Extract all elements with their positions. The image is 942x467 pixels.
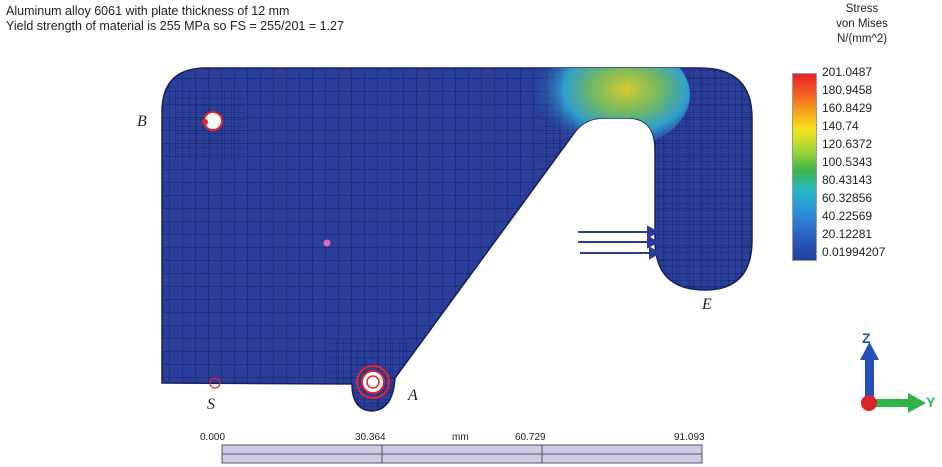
- scale-unit: mm: [452, 432, 469, 443]
- legend-value-8: 40.22569: [822, 209, 873, 223]
- legend-value-7: 60.32856: [822, 191, 873, 205]
- legend-title-units: N/(mm^2): [836, 33, 888, 45]
- label-b: B: [137, 113, 147, 130]
- legend-value-6: 80.43143: [822, 173, 873, 187]
- legend-value-4: 120.6372: [822, 137, 873, 151]
- plate-body: [161, 67, 753, 412]
- scale-value-3: 91.093: [674, 432, 705, 443]
- legend-value-3: 140.74: [822, 119, 859, 133]
- legend-value-10: 0.01994207: [822, 245, 886, 259]
- label-a: A: [408, 387, 418, 404]
- legend-title: Stress von Mises N/(mm^2): [822, 2, 902, 47]
- legend-title-vonmises: von Mises: [836, 18, 888, 30]
- legend-value-5: 100.5343: [822, 155, 873, 169]
- load-arrows: [578, 225, 662, 260]
- legend-value-0: 201.0487: [822, 65, 873, 79]
- legend-title-stress: Stress: [845, 3, 879, 15]
- stress-color-bar: [792, 73, 817, 261]
- title-line-1: Aluminum alloy 6061 with plate thickness…: [6, 4, 290, 18]
- title-line-2: Yield strength of material is 255 MPa so…: [6, 19, 344, 33]
- scale-value-1: 30.364: [355, 432, 386, 443]
- axis-y-label: Y: [926, 394, 936, 410]
- hole-b: [202, 111, 223, 131]
- header: Aluminum alloy 6061 with plate thickness…: [6, 4, 344, 34]
- scale-bar: [221, 444, 703, 464]
- legend-value-9: 20.12281: [822, 227, 873, 241]
- point-s-marker: [209, 377, 221, 389]
- label-e: E: [702, 296, 712, 313]
- axis-triad: [860, 342, 926, 413]
- probe-point: [323, 239, 331, 247]
- scale-value-2: 60.729: [515, 432, 546, 443]
- axis-z-label: Z: [862, 330, 871, 346]
- support-a: [356, 365, 390, 399]
- scale-value-0: 0.000: [200, 432, 226, 443]
- legend-value-1: 180.9458: [822, 83, 873, 97]
- legend-value-2: 160.8429: [822, 101, 873, 115]
- label-s: S: [207, 396, 215, 413]
